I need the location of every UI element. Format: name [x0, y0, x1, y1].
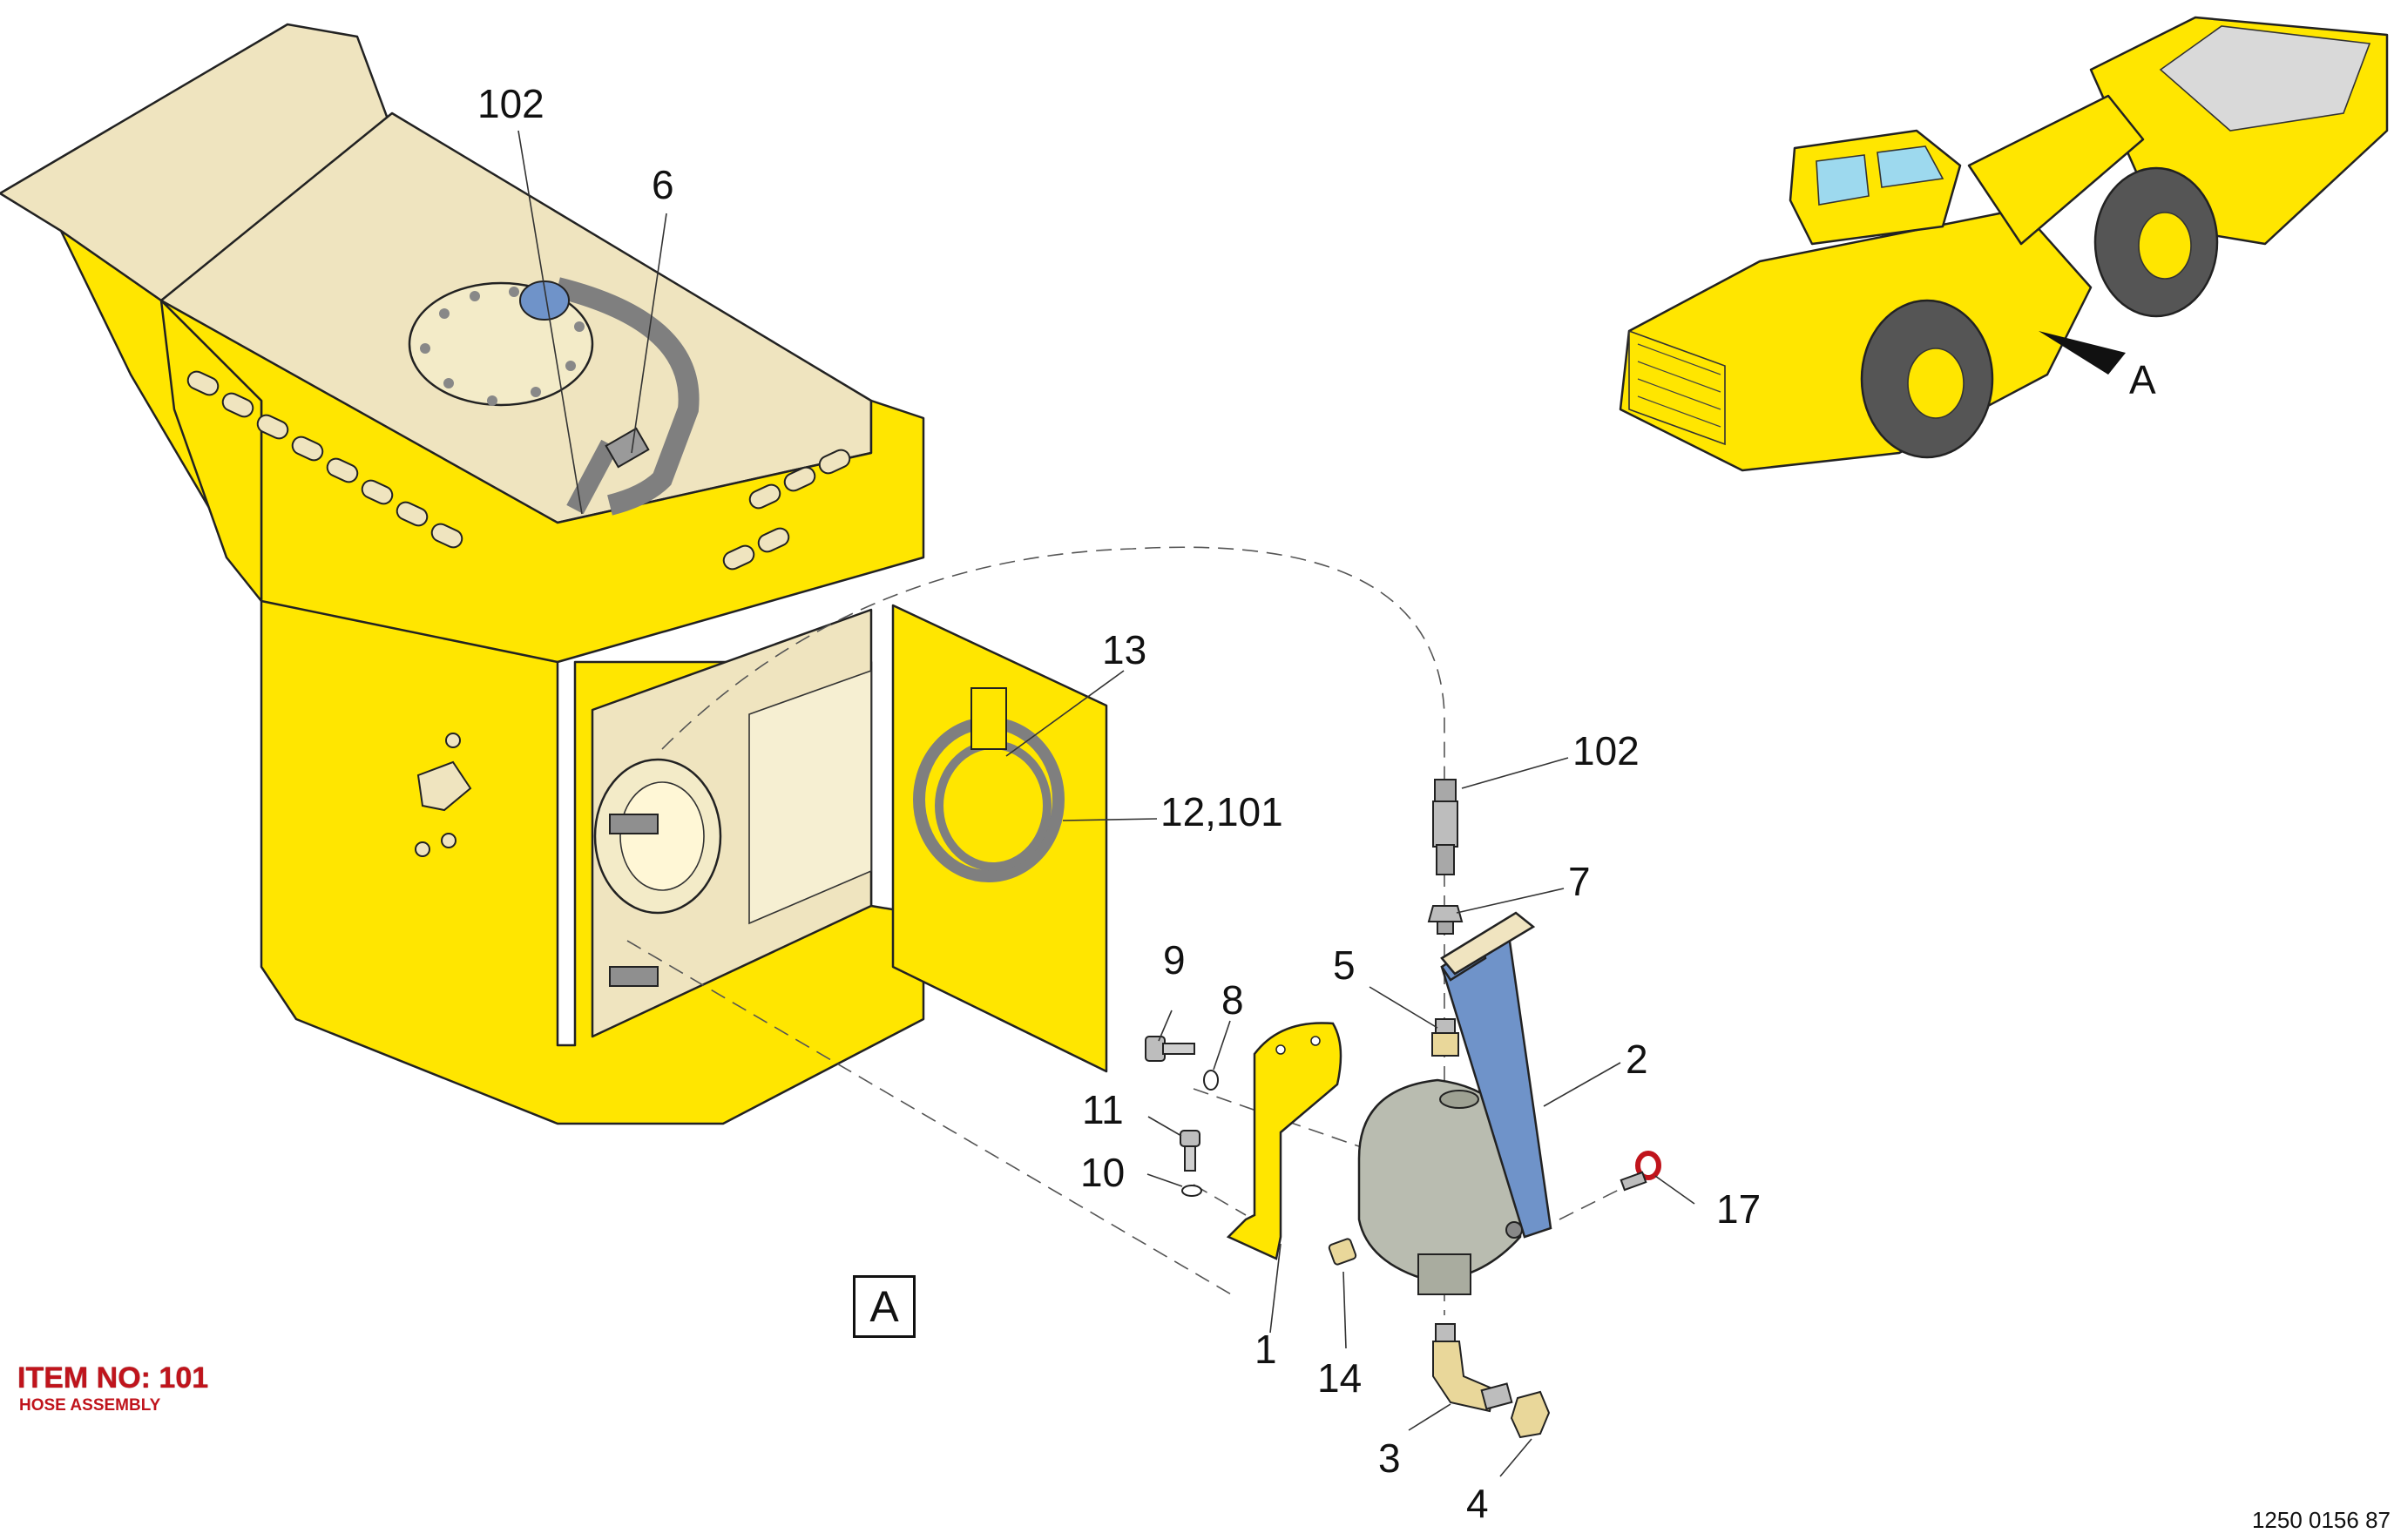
- callout-11: 11: [1082, 1087, 1124, 1132]
- drawing-number: 1250 0156 87: [2251, 1507, 2391, 1533]
- callout-8: 8: [1221, 977, 1244, 1023]
- part-102-hose-fitting: [1432, 779, 1458, 875]
- part-4-cap: [1510, 1390, 1551, 1439]
- callout-3: 3: [1378, 1435, 1401, 1481]
- callout-13: 13: [1102, 627, 1146, 672]
- part-10-washer: [1181, 1185, 1202, 1197]
- item-description: HOSE ASSEMBLY: [19, 1396, 161, 1415]
- part-1-bracket: [1226, 1022, 1342, 1260]
- callout-1: 1: [1254, 1327, 1277, 1372]
- tank-housing: [0, 23, 1108, 1125]
- callout-7: 7: [1568, 859, 1591, 904]
- callout-10: 10: [1080, 1150, 1125, 1195]
- callout-12-101: 12,101: [1160, 789, 1283, 834]
- parts: [1145, 779, 1661, 1439]
- part-2-pump: [1357, 911, 1552, 1295]
- part-8-washer: [1203, 1070, 1219, 1091]
- part-17-eye-bolt: [1620, 1151, 1661, 1192]
- callout-9: 9: [1163, 937, 1186, 983]
- leader-lines: [517, 130, 1695, 1477]
- callout-4: 4: [1466, 1481, 1489, 1526]
- callout-14: 14: [1317, 1355, 1362, 1401]
- callout-2: 2: [1626, 1037, 1648, 1082]
- part-14-plug: [1328, 1238, 1357, 1266]
- callout-102-top: 102: [477, 81, 544, 126]
- callouts: 102 6 13 12,101 102 7 5 2 9 8 11 10 17 1…: [477, 81, 2156, 1526]
- callout-17: 17: [1716, 1186, 1761, 1232]
- item-number-label: ITEM NO: 101: [17, 1361, 209, 1395]
- view-label-box: A: [853, 1275, 916, 1338]
- vehicle-view-marker: A: [2129, 357, 2156, 402]
- part-7-adapter: [1427, 905, 1464, 935]
- loader-vehicle-illustration: [1619, 16, 2389, 472]
- part-11-bolt: [1180, 1130, 1200, 1172]
- callout-102-right: 102: [1572, 728, 1640, 773]
- callout-6: 6: [652, 162, 674, 207]
- part-3-elbow: [1432, 1323, 1513, 1413]
- part-9-bolt: [1145, 1036, 1195, 1062]
- callout-5: 5: [1333, 942, 1356, 988]
- part-5-nipple: [1431, 1018, 1459, 1057]
- view-label: A: [869, 1282, 899, 1331]
